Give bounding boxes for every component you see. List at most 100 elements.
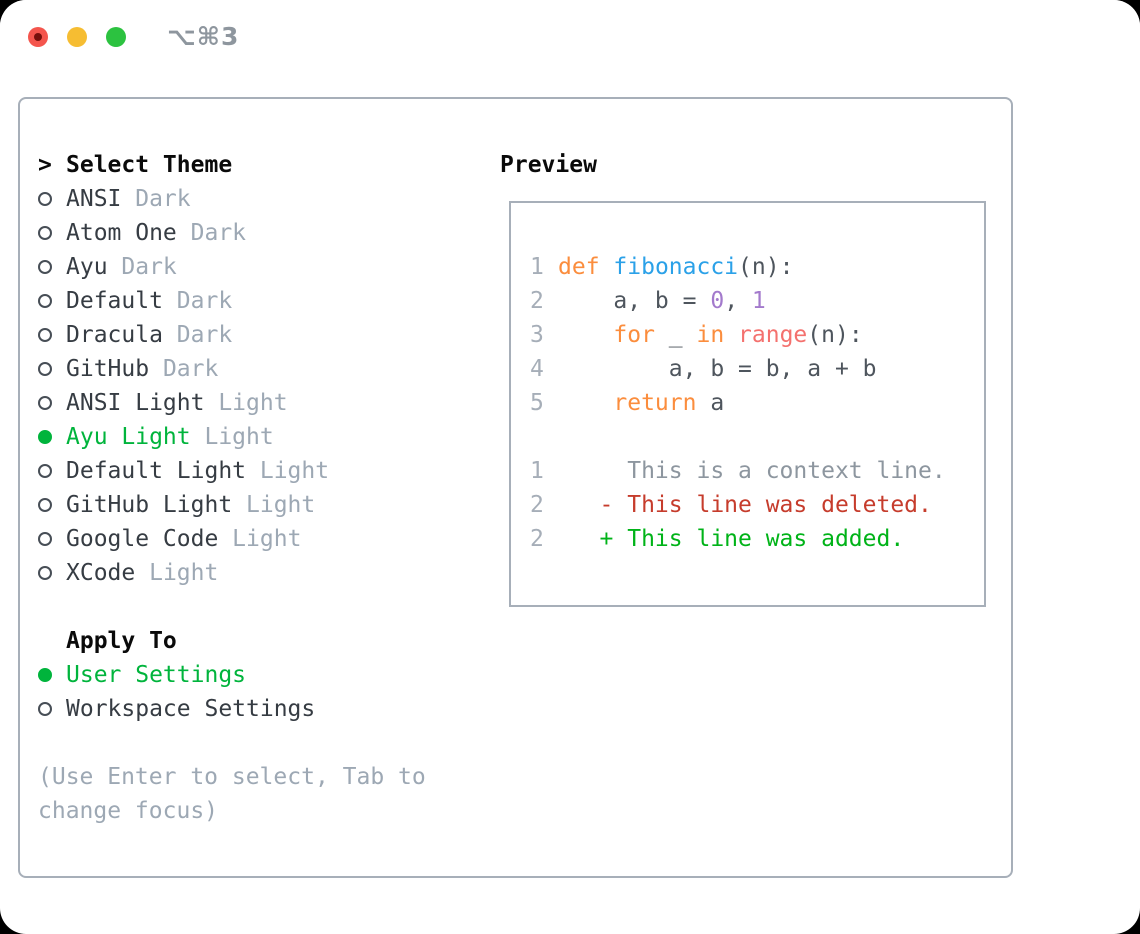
radio-icon[interactable]	[38, 498, 66, 512]
radio-icon[interactable]	[38, 192, 66, 206]
option-label: Ayu Light	[66, 424, 191, 450]
code-token: 0	[710, 288, 725, 314]
theme-option[interactable]: Default Light Light	[38, 454, 478, 488]
apply-to-option[interactable]: Workspace Settings	[38, 692, 478, 726]
apply-to-option[interactable]: User Settings	[38, 658, 478, 692]
diff-text: This is a context line.	[558, 458, 946, 484]
radio-selected-icon[interactable]	[38, 668, 66, 682]
theme-option[interactable]: GitHub Light Light	[38, 488, 478, 522]
code-token: ,	[724, 288, 752, 314]
radio-icon[interactable]	[38, 260, 66, 274]
radio-circle	[38, 260, 52, 274]
option-label: Ayu	[66, 254, 108, 280]
theme-variant-tag: Light	[190, 424, 274, 450]
option-label: XCode	[66, 560, 136, 586]
code-token: def	[558, 254, 600, 280]
close-button[interactable]	[28, 27, 48, 47]
option-label: Dracula	[66, 322, 163, 348]
line-number: 2	[530, 288, 544, 314]
radio-icon[interactable]	[38, 362, 66, 376]
help-text: (Use Enter to select, Tab to change focu…	[38, 764, 426, 824]
diff-text: - This line was deleted.	[558, 492, 932, 518]
radio-icon[interactable]	[38, 464, 66, 478]
radio-circle	[38, 226, 52, 240]
radio-circle	[38, 362, 52, 376]
option-label: Default Light	[66, 458, 247, 484]
theme-option[interactable]: ANSI Light Light	[38, 386, 478, 420]
radio-circle	[38, 702, 52, 716]
line-number: 1	[530, 458, 544, 484]
theme-variant-tag: Dark	[162, 288, 233, 314]
theme-variant-tag: Dark	[176, 220, 247, 246]
diff-line-added: 2 + This line was added.	[530, 522, 984, 556]
radio-icon[interactable]	[38, 226, 66, 240]
titlebar: ⌥⌘3	[0, 0, 1140, 70]
theme-option[interactable]: Ayu Light Light	[38, 420, 478, 454]
option-label: Google Code	[66, 526, 219, 552]
window-title: ⌥⌘3	[167, 22, 240, 51]
line-number: 2	[530, 526, 544, 552]
radio-circle	[38, 430, 52, 444]
spacer	[38, 726, 478, 760]
code-token: for	[613, 322, 655, 348]
radio-circle	[38, 464, 52, 478]
theme-variant-tag: Light	[232, 492, 316, 518]
radio-circle	[38, 532, 52, 546]
code-token	[558, 390, 613, 416]
theme-option[interactable]: GitHub Dark	[38, 352, 478, 386]
code-token: a, b = b, a + b	[558, 356, 877, 382]
theme-option[interactable]: Ayu Dark	[38, 250, 478, 284]
theme-option[interactable]: Google Code Light	[38, 522, 478, 556]
radio-icon[interactable]	[38, 702, 66, 716]
diff-text: + This line was added.	[558, 526, 905, 552]
radio-circle	[38, 668, 52, 682]
apply-to-title: Apply To	[66, 628, 177, 654]
spacer	[530, 420, 984, 454]
code-line: 5 return a	[530, 386, 984, 420]
radio-icon[interactable]	[38, 396, 66, 410]
code-token: a	[696, 390, 725, 416]
radio-icon[interactable]	[38, 328, 66, 342]
radio-circle	[38, 192, 52, 206]
theme-option[interactable]: ANSI Dark	[38, 182, 478, 216]
code-line: 3 for _ in range(n):	[530, 318, 984, 352]
code-token: in	[696, 322, 725, 348]
option-label: GitHub	[66, 356, 150, 382]
select-theme-header: > Select Theme	[38, 148, 478, 182]
line-number: 5	[530, 390, 544, 416]
code-token: (n):	[807, 322, 863, 348]
code-token	[600, 254, 614, 280]
zoom-button[interactable]	[106, 27, 126, 47]
radio-icon[interactable]	[38, 566, 66, 580]
theme-option[interactable]: Atom One Dark	[38, 216, 478, 250]
radio-icon[interactable]	[38, 294, 66, 308]
prompt-icon: >	[38, 152, 52, 178]
code-token: fibonacci	[613, 254, 739, 280]
select-theme-title: Select Theme	[66, 152, 233, 178]
theme-option[interactable]: Dracula Dark	[38, 318, 478, 352]
option-label: ANSI Light	[66, 390, 205, 416]
theme-variant-tag: Dark	[162, 322, 233, 348]
radio-selected-icon[interactable]	[38, 430, 66, 444]
code-token: 1	[751, 288, 766, 314]
theme-variant-tag: Light	[246, 458, 330, 484]
minimize-button[interactable]	[67, 27, 87, 47]
code-token: a, b =	[558, 288, 711, 314]
option-label: User Settings	[66, 662, 247, 688]
radio-circle	[38, 328, 52, 342]
theme-option[interactable]: Default Dark	[38, 284, 478, 318]
code-token: (n):	[738, 254, 794, 280]
option-label: Atom One	[66, 220, 177, 246]
apply-to-header: Apply To	[38, 624, 478, 658]
radio-icon[interactable]	[38, 532, 66, 546]
theme-option[interactable]: XCode Light	[38, 556, 478, 590]
option-label: Default	[66, 288, 163, 314]
code-token: range	[738, 322, 808, 348]
spacer	[38, 590, 478, 624]
